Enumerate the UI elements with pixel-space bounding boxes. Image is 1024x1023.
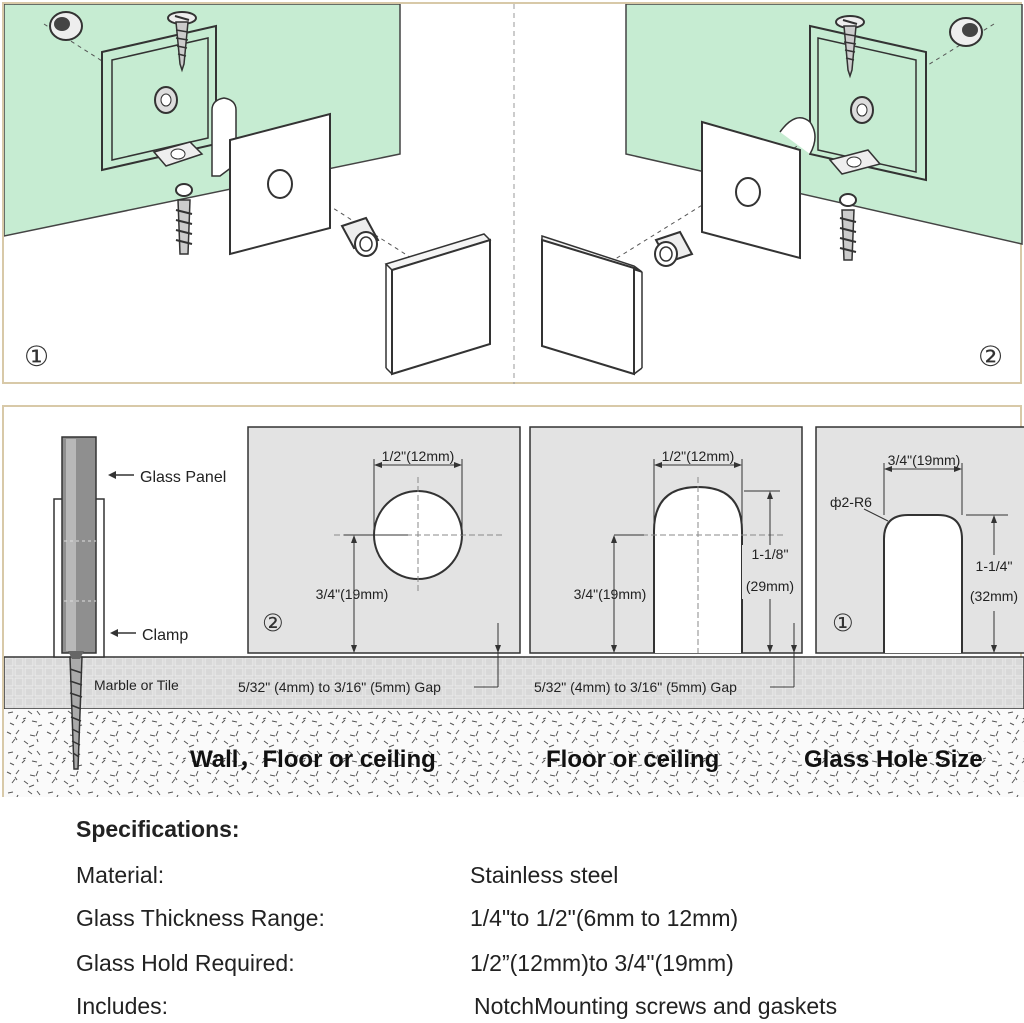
detail-illustration: Glass Panel Clamp Marble or Tile 1/2"(12…	[4, 426, 1024, 797]
card-round-number: ②	[262, 609, 284, 637]
left-cover-plate	[384, 233, 492, 376]
notch-depth-label: 1-1/8"	[752, 546, 789, 562]
spec-value-thickness: 1/4"to 1/2"(6mm to 12mm)	[470, 905, 739, 931]
glass-clamp-side-view	[53, 436, 105, 770]
left-wood-screw-icon	[167, 11, 197, 73]
callout-glass-panel: Glass Panel	[140, 469, 226, 486]
notch-height-label: 3/4"(19mm)	[574, 586, 647, 602]
spec-value-includes: NotchMounting screws and gaskets	[474, 993, 838, 1019]
spec-value-material: Stainless steel	[470, 862, 619, 888]
caption-floor: Floor or ceiling	[546, 746, 719, 773]
caption-wall: Wall，Floor or ceiling	[190, 746, 436, 773]
round-hole-height-label: 3/4"(19mm)	[316, 586, 389, 602]
left-wall-anchor-icon	[175, 183, 193, 255]
caption-hole-size: Glass Hole Size	[804, 746, 983, 773]
right-glass-piece	[701, 117, 816, 260]
notch-width-label: 1/2"(12mm)	[662, 448, 735, 464]
square-notch-depth-label: 1-1/4"	[976, 558, 1013, 574]
spec-label-includes: Includes:	[76, 993, 169, 1019]
spec-label-material: Material:	[76, 862, 165, 888]
step-number-right: ②	[978, 340, 1003, 373]
right-wall-anchor-icon	[839, 193, 857, 261]
square-notch-radius-label: ф2-R6	[830, 494, 872, 510]
left-gasket-icon	[340, 216, 380, 257]
square-notch-width-label: 3/4"(19mm)	[888, 452, 961, 468]
callout-clamp: Clamp	[142, 627, 188, 644]
notch-depth-mm-label: (29mm)	[746, 578, 794, 594]
assembly-illustration: ① ②	[4, 4, 1023, 384]
right-cover-plate	[541, 234, 643, 376]
gap-label-right: 5/32" (4mm) to 3/16" (5mm) Gap	[534, 679, 737, 695]
specifications-title: Specifications:	[76, 816, 240, 842]
right-set-screw-icon	[949, 17, 983, 47]
gap-label-left: 5/32" (4mm) to 3/16" (5mm) Gap	[238, 679, 441, 695]
square-notch-depth-mm-label: (32mm)	[970, 588, 1018, 604]
spec-value-hold: 1/2”(12mm)to 3/4"(19mm)	[470, 950, 734, 976]
right-wood-screw-icon	[835, 15, 865, 79]
spec-label-hold: Glass Hold Required:	[76, 950, 295, 976]
step-number-left: ①	[24, 340, 49, 373]
card-round-hole: 1/2"(12mm) 3/4"(19mm) ②	[247, 426, 521, 685]
round-hole-width-label: 1/2"(12mm)	[382, 448, 455, 464]
card-square-notch: 3/4"(19mm) ф2-R6 1-1/4" (32mm) ①	[815, 426, 1024, 654]
square-notch-cutout	[883, 514, 963, 653]
card-square-number: ①	[832, 609, 854, 637]
detail-panel: Glass Panel Clamp Marble or Tile 1/2"(12…	[2, 405, 1024, 797]
left-glass-piece	[211, 97, 331, 256]
left-set-screw-icon	[49, 11, 83, 41]
assembly-panel: ① ②	[2, 2, 1023, 384]
tile-layer	[4, 656, 1024, 710]
callout-marble-tile: Marble or Tile	[94, 677, 179, 693]
spec-label-thickness: Glass Thickness Range:	[76, 905, 325, 931]
concrete-layer	[4, 709, 1024, 797]
right-gasket-icon	[654, 230, 694, 267]
card-notch: 1/2"(12mm) 3/4"(19mm) 1-1/8" (29mm)	[529, 426, 803, 665]
